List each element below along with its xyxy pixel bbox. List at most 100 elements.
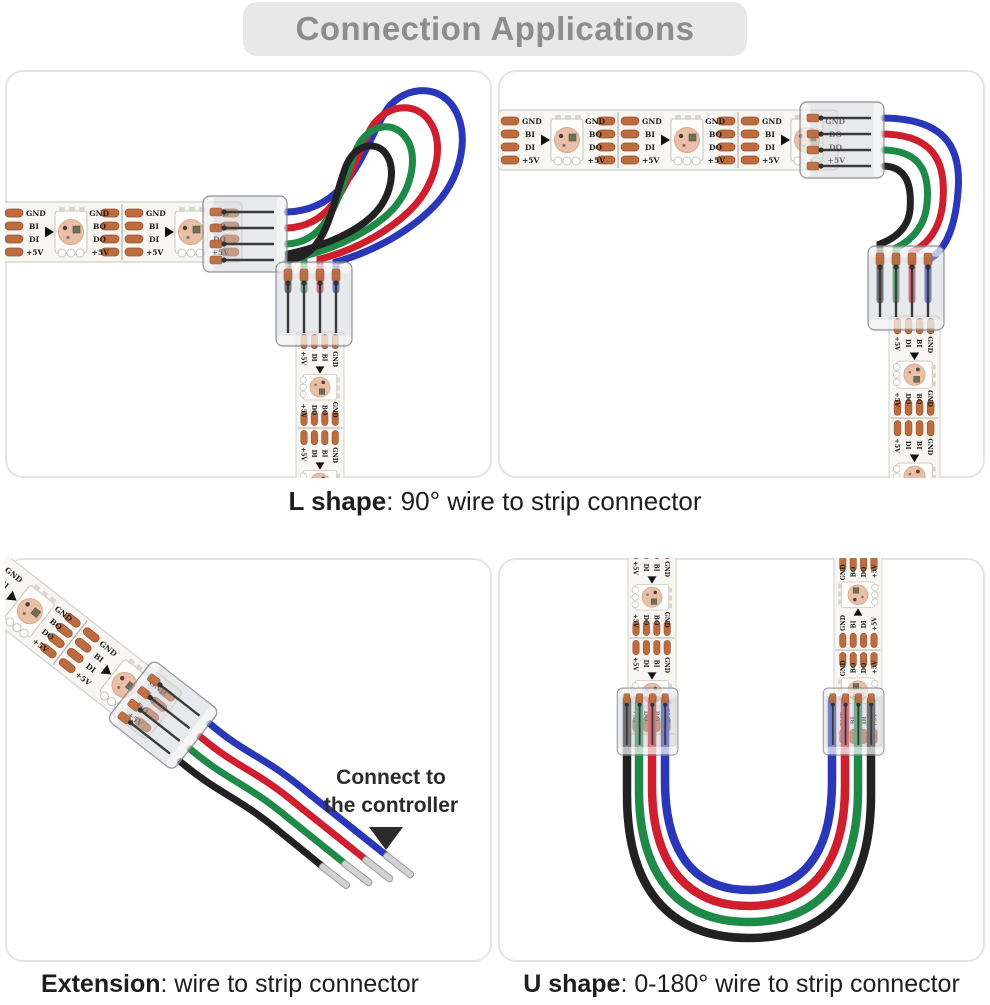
svg-text:GND: GND	[331, 447, 338, 463]
svg-text:GND: GND	[663, 612, 670, 628]
svg-text:+5V: +5V	[212, 248, 230, 257]
panel-u-shape	[498, 558, 985, 962]
solder-pads	[5, 208, 24, 257]
wire-pin	[362, 856, 394, 883]
svg-text:GND: GND	[663, 561, 670, 577]
svg-text:DO: DO	[829, 143, 843, 152]
svg-text:BO: BO	[93, 222, 106, 231]
wire-pin	[382, 852, 415, 879]
svg-text:BI: BI	[525, 130, 535, 139]
data-direction-arrow-icon	[909, 454, 920, 463]
svg-text:GND: GND	[585, 117, 605, 126]
svg-text:GND: GND	[146, 209, 166, 218]
page-title: Connection Applications	[295, 10, 695, 47]
svg-text:DI: DI	[642, 660, 649, 668]
svg-text:DI: DI	[904, 441, 912, 450]
led-chip	[174, 207, 208, 258]
panel-l-shape-loop	[5, 70, 492, 478]
strip-connector	[108, 661, 218, 769]
svg-text:BI: BI	[0, 577, 11, 590]
controller-note-line1: Connect to	[336, 766, 446, 789]
svg-text:DI: DI	[645, 143, 656, 152]
svg-text:+5V: +5V	[871, 564, 878, 578]
solder-pads	[839, 558, 878, 572]
solder-pads	[839, 652, 878, 668]
data-direction-arrow-icon	[100, 664, 112, 675]
svg-text:DO: DO	[589, 143, 603, 152]
wire-pin	[341, 860, 373, 887]
data-direction-arrow-icon	[647, 576, 657, 584]
solder-pads	[632, 558, 671, 560]
svg-text:+5V: +5V	[762, 156, 780, 165]
svg-text:BO: BO	[851, 567, 858, 577]
led-chip	[838, 581, 879, 608]
data-direction-arrow-icon	[165, 226, 174, 238]
svg-text:+5V: +5V	[893, 438, 901, 454]
solder-pads	[893, 399, 935, 416]
wire-black	[876, 162, 914, 304]
svg-text:+5V: +5V	[871, 660, 878, 674]
solder-pads	[500, 116, 520, 165]
svg-text:GND: GND	[705, 117, 725, 126]
svg-text:GND: GND	[663, 657, 670, 673]
caption-u-shape-term: U shape	[523, 970, 621, 998]
svg-text:BI: BI	[645, 130, 655, 139]
svg-text:DI: DI	[861, 620, 868, 628]
svg-text:BI: BI	[29, 222, 39, 231]
svg-text:+5V: +5V	[632, 657, 639, 671]
svg-text:DI: DI	[642, 564, 649, 572]
data-direction-arrow-icon	[315, 462, 325, 470]
svg-text:+5V: +5V	[642, 156, 660, 165]
strip-connector	[202, 195, 288, 273]
data-direction-arrow-icon	[909, 352, 920, 361]
led-chip	[299, 470, 340, 478]
data-direction-arrow-icon	[45, 226, 54, 238]
led-chip	[892, 360, 936, 389]
svg-text:+5V: +5V	[871, 617, 878, 631]
svg-text:BI: BI	[851, 620, 858, 628]
svg-text:BI: BI	[320, 354, 327, 362]
wire-blue	[283, 87, 466, 294]
svg-text:+5V: +5V	[632, 614, 639, 628]
caption-extension: Extension: wire to strip connector	[5, 970, 455, 999]
data-direction-arrow-icon	[541, 134, 550, 146]
wire-pin	[318, 862, 351, 890]
svg-text:BO: BO	[652, 615, 659, 625]
svg-text:DO: DO	[310, 405, 317, 415]
solder-pads	[58, 627, 100, 674]
caption-l-shape-term: L shape	[288, 486, 387, 516]
svg-text:DO: DO	[861, 663, 868, 673]
svg-text:DO: DO	[213, 235, 227, 244]
svg-text:+5V: +5V	[146, 248, 164, 257]
strip-connector	[799, 101, 885, 179]
caption-extension-term: Extension	[41, 970, 161, 998]
led-chip	[670, 115, 704, 166]
solder-pads	[124, 208, 144, 257]
svg-text:+5V: +5V	[588, 156, 606, 165]
svg-text:BI: BI	[652, 660, 659, 668]
title-banner: Connection Applications	[243, 2, 747, 56]
svg-text:+5V: +5V	[632, 561, 639, 575]
led-chip	[54, 207, 88, 258]
svg-text:+5V: +5V	[92, 248, 110, 257]
svg-text:GND: GND	[331, 402, 338, 418]
svg-text:GND: GND	[642, 117, 662, 126]
caption-u-shape-rest: : 0-180° wire to strip connector	[620, 970, 960, 998]
led-chip	[299, 374, 340, 401]
svg-text:GND: GND	[926, 438, 934, 455]
svg-text:BO: BO	[709, 130, 722, 139]
strip-connector	[867, 245, 945, 331]
svg-text:DI: DI	[310, 354, 317, 362]
svg-text:DI: DI	[149, 235, 160, 244]
data-direction-arrow-icon	[315, 366, 325, 374]
svg-text:DI: DI	[765, 143, 776, 152]
svg-text:GND: GND	[522, 117, 542, 126]
strip-connector	[822, 687, 885, 756]
solder-pads	[893, 420, 935, 437]
svg-text:DO: DO	[93, 235, 107, 244]
